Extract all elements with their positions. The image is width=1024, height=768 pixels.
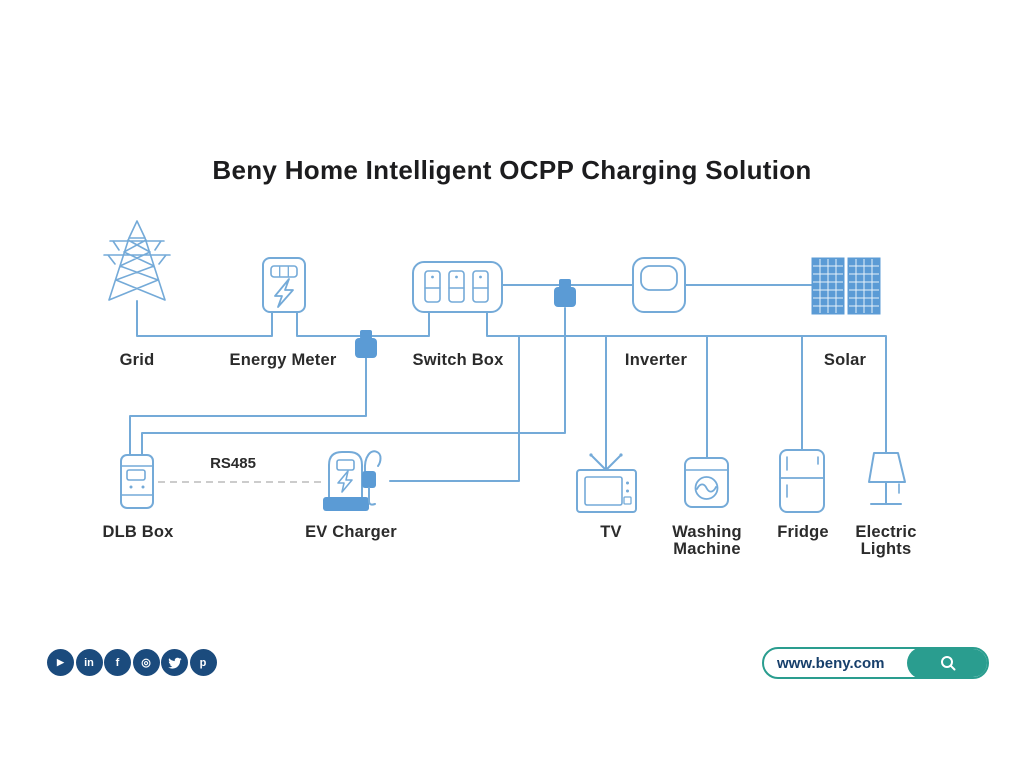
website-url-text: www.beny.com <box>777 654 885 672</box>
social-icons-bar: ▶ in f ◎ p <box>47 649 217 676</box>
ct-plug-icon <box>355 279 576 358</box>
facebook-icon[interactable]: f <box>104 649 131 676</box>
youtube-icon[interactable]: ▶ <box>47 649 74 676</box>
twitter-bird-glyph <box>167 657 181 669</box>
switch-box-label: Switch Box <box>412 351 504 369</box>
switch-box-icon <box>412 261 503 313</box>
electric-lights-icon <box>868 452 906 505</box>
website-search-bar[interactable]: www.beny.com <box>762 647 989 679</box>
tv-label: TV <box>600 523 622 541</box>
search-icon <box>941 656 956 671</box>
ev-charger-icon <box>323 450 382 511</box>
instagram-glyph: ◎ <box>141 657 151 669</box>
fridge-icon <box>779 449 825 513</box>
rs485-link-label: RS485 <box>210 455 256 472</box>
washing-machine-label: Washing Machine <box>672 523 742 559</box>
linkedin-glyph: in <box>84 656 94 669</box>
inverter-icon <box>632 257 686 313</box>
facebook-glyph: f <box>115 656 120 669</box>
inverter-label: Inverter <box>624 351 688 369</box>
ev-charger-label: EV Charger <box>305 523 397 541</box>
grid-icon <box>103 220 171 301</box>
dlb-box-label: DLB Box <box>102 523 174 541</box>
grid-label: Grid <box>119 351 155 369</box>
energy-meter-label: Energy Meter <box>229 351 337 369</box>
linkedin-icon[interactable]: in <box>75 649 103 676</box>
page-title: Beny Home Intelligent OCPP Charging Solu… <box>212 155 812 185</box>
instagram-icon[interactable]: ◎ <box>132 649 160 676</box>
energy-meter-icon <box>262 257 306 313</box>
pinterest-glyph: p <box>199 656 207 669</box>
electric-lights-label: Electric Lights <box>855 523 917 559</box>
youtube-glyph: ▶ <box>57 657 64 667</box>
solar-label: Solar <box>823 351 867 369</box>
dlb-box-icon <box>120 454 154 509</box>
twitter-icon[interactable] <box>161 649 188 676</box>
pinterest-icon[interactable]: p <box>189 649 217 676</box>
tv-icon <box>576 453 637 513</box>
fridge-label: Fridge <box>777 523 829 541</box>
solar-panels-icon <box>811 257 881 315</box>
washing-machine-icon <box>684 457 729 508</box>
wiring-lines <box>129 284 887 482</box>
search-button[interactable] <box>907 649 987 677</box>
